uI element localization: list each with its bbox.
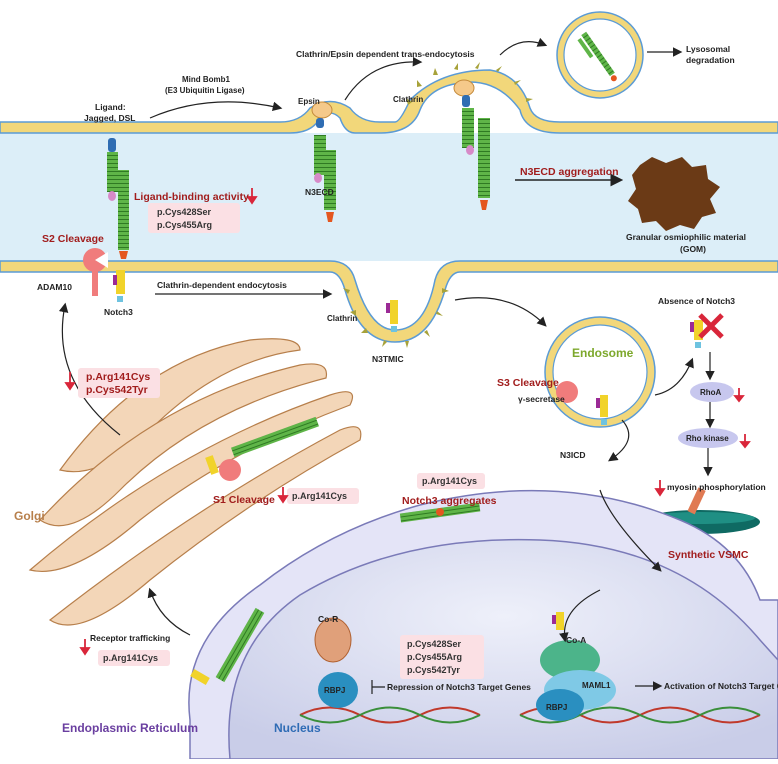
clathrin-mid-label: Clathrin [327, 314, 357, 323]
aggregate-on-nucleus [399, 502, 481, 523]
decrease-arrows [64, 188, 751, 656]
er-label: Endoplasmic Reticulum [62, 721, 198, 735]
rbpj-left-label: RBPJ [324, 686, 345, 695]
endosome-label: Endosome [572, 346, 634, 360]
ligand-types-label: Jagged, DSL [84, 113, 135, 123]
epsin-receptor-complex [311, 101, 336, 222]
co-r-label: Co-R [318, 614, 338, 624]
degradation-label: degradation [686, 55, 735, 65]
maml1-label: MAML1 [582, 681, 611, 690]
corepressor-complex [314, 617, 385, 708]
golgi-label: Golgi [14, 509, 45, 523]
clathrin-coat-top [406, 62, 533, 105]
nucleus [228, 538, 778, 760]
myosin-label: myosin phosphorylation [667, 482, 766, 492]
clathrin-top-label: Clathrin [393, 95, 423, 104]
ligand-binding-label: Ligand-binding activity [134, 191, 249, 203]
activation-label: Activation of Notch3 Target Genes [664, 681, 778, 691]
trafficking-mutation-2: p.Cys542Tyr [86, 384, 148, 396]
s2-cleavage-label: S2 Cleavage [42, 233, 104, 245]
notch3-aggregates-label: Notch3 aggregates [402, 495, 497, 507]
lysosome-vesicle [556, 11, 644, 99]
clathrin-coat-mid [343, 288, 449, 348]
clathrin-vesicle-receptor [453, 79, 490, 210]
rho-kinase-label: Rho kinase [686, 434, 729, 443]
adam10-label: ADAM10 [37, 282, 72, 292]
dna-strand-left [299, 706, 481, 724]
mutation-boxes [78, 203, 485, 679]
receptor-trafficking-mutation: p.Arg141Cys [103, 653, 158, 663]
repression-mutation-2: p.Cys455Arg [407, 652, 462, 662]
n3ecd-label: N3ECD [305, 187, 334, 197]
rho-kinase-node [678, 428, 738, 448]
repression-mutation-3: p.Cys542Tyr [407, 665, 460, 675]
repression-mutation-1: p.Cys428Ser [407, 639, 462, 649]
ligand-binding-mutation-1: p.Cys428Ser [157, 207, 212, 217]
e3-ligase-label: (E3 Ubiquitin Ligase) [165, 86, 245, 95]
gom-aggregate [628, 157, 720, 231]
aggregates-mutation: p.Arg141Cys [422, 476, 477, 486]
rbpj-right-label: RBPJ [546, 703, 567, 712]
receptor-trafficking-label: Receptor trafficking [90, 633, 170, 643]
synthetic-vsmc-label: Synthetic VSMC [668, 549, 749, 561]
gom-label-line2: (GOM) [680, 244, 706, 254]
gom-label-line1: Granular osmiophilic material [626, 232, 746, 242]
n3icd-label: N3ICD [560, 450, 586, 460]
s1-cleavage-label: S1 Cleavage [213, 494, 275, 506]
n3tmic-label: N3TMIC [372, 354, 404, 364]
trans-endocytosis-label: Clathrin/Epsin dependent trans-endocytos… [296, 49, 475, 59]
nucleus-label: Nucleus [274, 721, 321, 735]
clathrin-dependent-label: Clathrin-dependent endocytosis [157, 280, 287, 290]
trafficking-mutation-1: p.Arg141Cys [86, 371, 150, 383]
n3tmic-in-pit [386, 300, 398, 332]
absence-notch3-label: Absence of Notch3 [658, 296, 735, 306]
s3-cleavage-label: S3 Cleavage [497, 377, 559, 389]
notch3-label: Notch3 [104, 307, 133, 317]
absent-notch3-glyph [690, 313, 724, 348]
rhoa-label: RhoA [700, 388, 722, 397]
flow-arrows [58, 37, 715, 691]
gamma-secretase-label: γ-secretase [518, 394, 565, 404]
er-receptor [190, 607, 265, 685]
epsin-label: Epsin [298, 97, 320, 106]
ligand-notch3-pair [107, 138, 129, 302]
repression-label: Repression of Notch3 Target Genes [387, 682, 531, 692]
n3ecd-aggregation-label: N3ECD aggregation [520, 166, 619, 178]
co-a-label: Co-A [566, 635, 586, 645]
endosome [544, 316, 656, 428]
adam10-protease [83, 248, 108, 296]
lysosomal-label: Lysosomal [686, 44, 730, 54]
s1-mutation: p.Arg141Cys [292, 491, 347, 501]
mind-bomb-label: Mind Bomb1 [182, 75, 231, 84]
coactivator-complex [536, 612, 616, 721]
rhoa-node [690, 382, 734, 402]
ligand-label: Ligand: [95, 102, 126, 112]
ligand-binding-mutation-2: p.Cys455Arg [157, 220, 212, 230]
golgi-receptor [205, 416, 319, 481]
